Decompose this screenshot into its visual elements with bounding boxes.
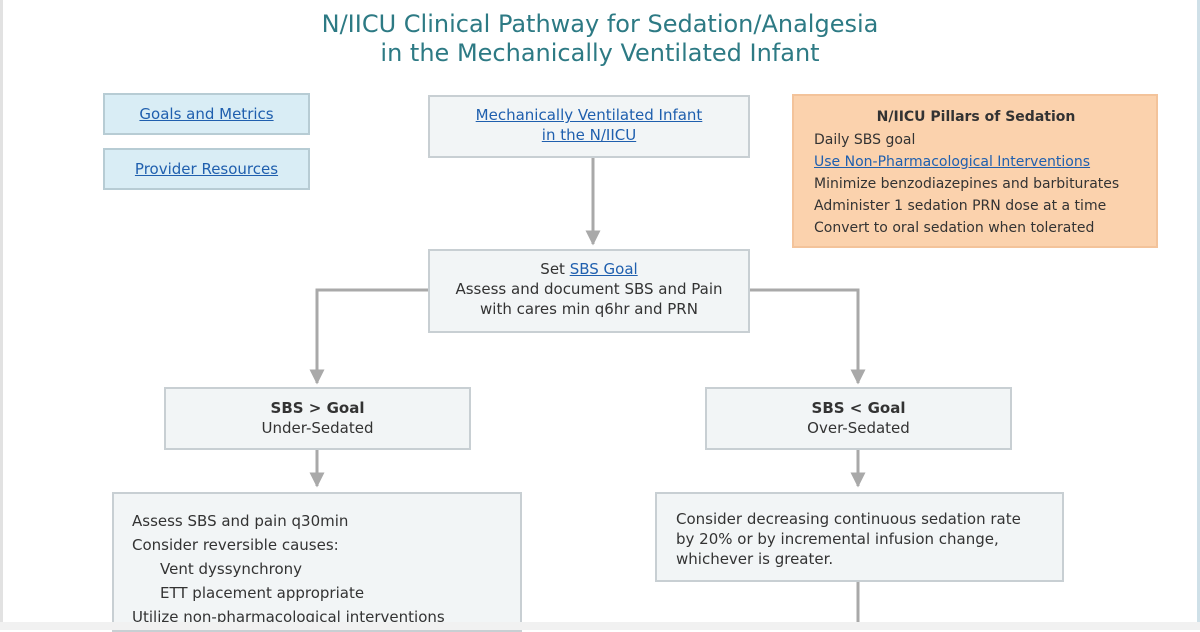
goals-and-metrics-link[interactable]: Goals and Metrics [139,105,274,123]
decrease-sedation-box: Consider decreasing continuous sedation … [655,492,1064,582]
right-border [1197,0,1200,630]
decrease-line-3: whichever is greater. [676,550,834,568]
bottom-band [0,622,1200,630]
provider-resources-box[interactable]: Provider Resources [103,148,310,190]
title-line-1: N/IICU Clinical Pathway for Sedation/Ana… [321,10,879,38]
pillars-title: N/IICU Pillars of Sedation [876,109,1076,125]
title-line-2: in the Mechanically Ventilated Infant [380,39,820,67]
start-node-link-line-1[interactable]: Mechanically Ventilated Infant [475,106,703,124]
assess-line-1: Assess SBS and pain q30min [132,512,349,530]
set-goal-line-2: Assess and document SBS and Pain [455,280,723,298]
pillar-item-prn: Administer 1 sedation PRN dose at a time [814,198,1107,214]
assess-line-3: Vent dyssynchrony [160,560,303,578]
assess-line-2: Consider reversible causes: [132,536,339,554]
pillar-item-nonpharm-link[interactable]: Use Non-Pharmacological Interventions [814,154,1091,170]
under-sedated-subtitle: Under-Sedated [261,419,374,437]
over-sedated-box: SBS < Goal Over-Sedated [705,387,1012,450]
over-sedated-title: SBS < Goal [811,399,906,417]
set-goal-line-3: with cares min q6hr and PRN [480,300,698,318]
sbs-goal-link[interactable]: SBS Goal [569,260,638,278]
under-sedated-box: SBS > Goal Under-Sedated [164,387,471,450]
over-sedated-subtitle: Over-Sedated [807,419,910,437]
arrow-goal-to-under [309,288,428,385]
pillar-item-oral: Convert to oral sedation when tolerated [814,220,1095,236]
decrease-line-2: by 20% or by incremental infusion change… [676,530,999,548]
arrow-goal-to-over [748,288,866,385]
page-title: N/IICU Clinical Pathway for Sedation/Ana… [0,10,1200,68]
assess-box: Assess SBS and pain q30min Consider reve… [112,492,522,632]
pillar-item-minimize: Minimize benzodiazepines and barbiturate… [814,176,1120,192]
start-node-box[interactable]: Mechanically Ventilated Infant in the N/… [428,95,750,158]
start-node-link-line-2[interactable]: in the N/IICU [541,126,637,144]
set-goal-box: Set SBS Goal Assess and document SBS and… [428,249,750,333]
assess-line-5: Utilize non-pharmacological intervention… [132,608,445,626]
set-goal-prefix: Set [540,260,570,278]
left-border [0,0,3,630]
under-sedated-title: SBS > Goal [270,399,365,417]
pillar-item-daily-goal: Daily SBS goal [814,132,916,148]
assess-line-4: ETT placement appropriate [160,584,365,602]
goals-and-metrics-box[interactable]: Goals and Metrics [103,93,310,135]
provider-resources-link[interactable]: Provider Resources [134,160,279,178]
pillars-of-sedation-box: N/IICU Pillars of Sedation Daily SBS goa… [792,94,1158,248]
decrease-line-1: Consider decreasing continuous sedation … [676,510,1021,528]
